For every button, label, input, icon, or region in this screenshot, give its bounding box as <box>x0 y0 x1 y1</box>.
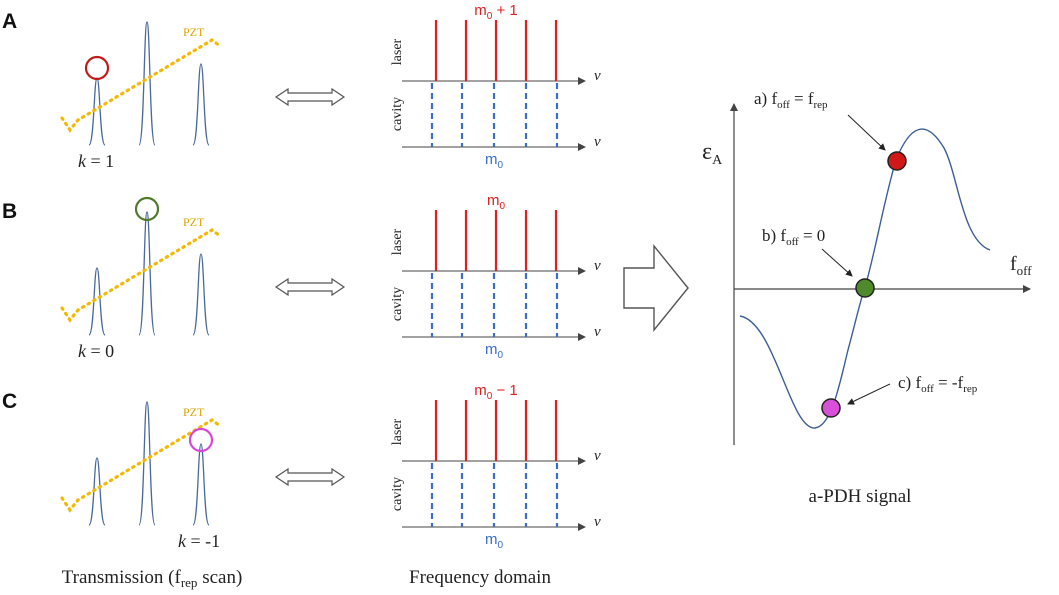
pointer-b <box>821 248 853 277</box>
transmission-peak-left <box>88 267 106 336</box>
panel-c: C PZT k = -1 laser cavity ν ν m0 − 1 m0 <box>2 382 601 551</box>
transmission-peak-center <box>138 401 156 526</box>
pzt-ramp <box>60 38 222 133</box>
k-label: k = -1 <box>178 531 220 551</box>
nu-symbol: ν <box>594 448 601 464</box>
laser-label: laser <box>390 228 405 255</box>
pdh-y-axis-label: εA <box>702 139 723 168</box>
dot-a <box>887 151 907 171</box>
nu-symbol: ν <box>594 324 601 340</box>
highlight-ring <box>134 196 160 222</box>
apdh-plot: εA foff a) foff = frep b) foff = 0 c) fo… <box>702 89 1032 445</box>
transmission-peak-right <box>192 253 210 336</box>
pzt-label: PZT <box>183 405 205 419</box>
dot-b <box>855 278 875 298</box>
cavity-mode-label: m0 <box>485 341 504 361</box>
transmission-peak-left <box>88 457 106 526</box>
pzt-label: PZT <box>183 215 205 229</box>
pointer-c <box>847 383 891 405</box>
big-right-arrow-icon <box>623 244 689 332</box>
laser-mode-label: m0 <box>487 192 506 212</box>
panel-letter: A <box>2 10 17 33</box>
dot-c <box>821 398 841 418</box>
pzt-label: PZT <box>183 25 205 39</box>
panel-a: A PZT k = 1 laser cavity ν ν m0 + 1 m0 <box>2 2 601 171</box>
cavity-mode-label: m0 <box>485 531 504 551</box>
cavity-label: cavity <box>390 97 405 131</box>
laser-label: laser <box>390 418 405 445</box>
k-label: k = 0 <box>78 341 114 361</box>
cavity-mode-label: m0 <box>485 151 504 171</box>
double-arrow-icon <box>274 87 346 107</box>
transmission-peak-left <box>88 77 106 146</box>
transmission-peak-right <box>192 443 210 526</box>
pzt-ramp <box>60 418 222 513</box>
nu-symbol: ν <box>594 514 601 530</box>
nu-symbol: ν <box>594 134 601 150</box>
pzt-ramp <box>60 228 222 323</box>
label-a: a) foff = frep <box>754 89 828 111</box>
highlight-ring <box>188 427 214 453</box>
panel-b: B PZT k = 0 laser cavity ν ν m0 m0 <box>2 192 601 361</box>
label-c: c) foff = -frep <box>898 373 978 395</box>
apdh-caption: a-PDH signal <box>809 486 912 507</box>
nu-symbol: ν <box>594 258 601 274</box>
transmission-peak-center <box>138 211 156 336</box>
laser-mode-label: m0 − 1 <box>474 382 518 402</box>
panel-letter: C <box>2 390 17 413</box>
cavity-label: cavity <box>390 477 405 511</box>
pointer-a <box>847 114 886 151</box>
label-b: b) foff = 0 <box>762 226 825 248</box>
laser-label: laser <box>390 38 405 65</box>
transmission-peak-right <box>192 63 210 146</box>
frequency-domain-caption: Frequency domain <box>409 567 551 588</box>
laser-mode-label: m0 + 1 <box>474 2 518 22</box>
pdh-x-axis-label: foff <box>1010 253 1032 278</box>
transmission-peak-center <box>138 21 156 146</box>
double-arrow-icon <box>274 467 346 487</box>
cavity-label: cavity <box>390 287 405 321</box>
k-label: k = 1 <box>78 151 114 171</box>
highlight-ring <box>84 55 110 81</box>
double-arrow-icon <box>274 277 346 297</box>
nu-symbol: ν <box>594 68 601 84</box>
transmission-caption: Transmission (frep scan) <box>62 567 243 590</box>
panel-letter: B <box>2 200 17 223</box>
